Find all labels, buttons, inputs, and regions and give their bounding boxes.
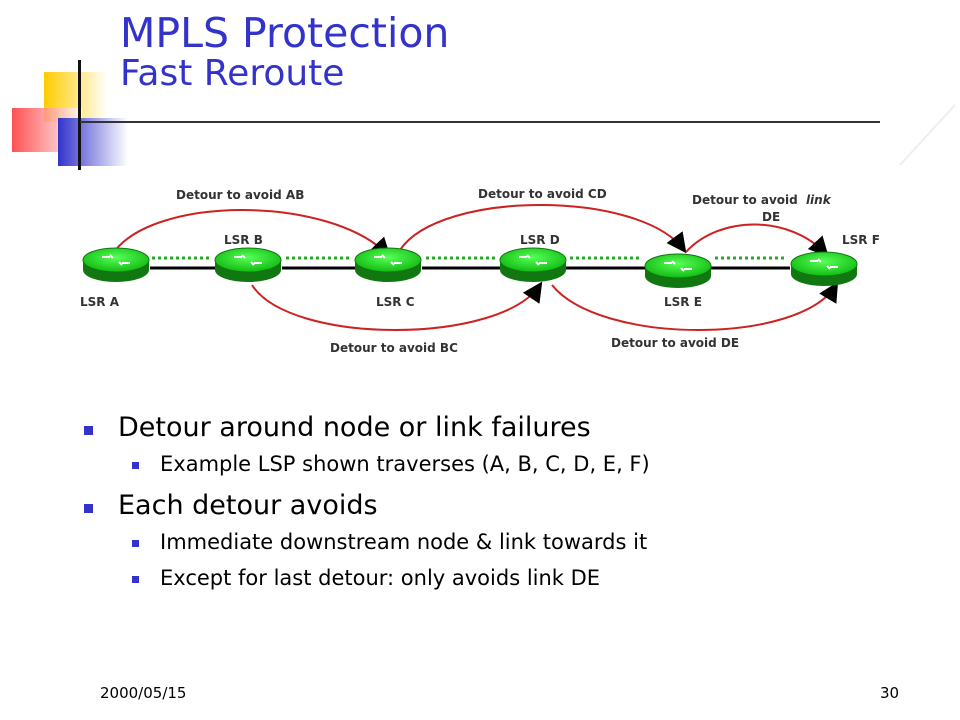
footer-date: 2000/05/15 xyxy=(100,684,187,702)
detour-arc-link-de xyxy=(685,223,829,257)
router-lsr-c xyxy=(354,247,422,282)
detour-arc-ab xyxy=(111,209,391,258)
router-lsr-f xyxy=(790,251,858,286)
title-divider xyxy=(80,121,880,123)
router-lsr-a xyxy=(82,247,150,282)
label-lsr-f: LSR F xyxy=(842,233,880,247)
label-detour-cd: Detour to avoid CD xyxy=(478,187,607,201)
label-detour-de: Detour to avoid DE xyxy=(611,336,739,350)
router-lsr-d xyxy=(499,247,567,282)
label-lsr-b: LSR B xyxy=(224,233,263,247)
title-sub: Fast Reroute xyxy=(120,53,345,95)
bullet-2: Each detour avoids xyxy=(80,490,900,530)
bullet-1-sub-1: Example LSP shown traverses (A, B, C, D,… xyxy=(80,452,900,488)
label-detour-bc: Detour to avoid BC xyxy=(330,341,458,355)
label-lsr-a: LSR A xyxy=(80,295,120,309)
router-lsr-e xyxy=(644,253,712,288)
router-lsr-b xyxy=(214,247,282,282)
bullet-list: Detour around node or link failures Exam… xyxy=(80,410,900,602)
label-detour-link-de-suffix: DE xyxy=(762,210,780,224)
label-lsr-d: LSR D xyxy=(520,233,560,247)
label-detour-link-de: Detour to avoid link xyxy=(692,193,832,207)
detour-arcs xyxy=(111,204,839,331)
bullet-2-sub-2: Except for last detour: only avoids link… xyxy=(80,566,900,602)
detour-arc-cd xyxy=(399,204,687,254)
bullet-1: Detour around node or link failures xyxy=(80,412,900,452)
detour-arc-bc xyxy=(251,281,543,331)
label-lsr-c: LSR C xyxy=(376,295,415,309)
fast-reroute-diagram: LSR A LSR B LSR C LSR D LSR E LSR F Deto… xyxy=(80,187,880,355)
label-lsr-e: LSR E xyxy=(664,295,702,309)
label-detour-link-word: link xyxy=(806,193,832,207)
label-detour-link-prefix: Detour to avoid xyxy=(692,193,798,207)
bullet-2-sub-1: Immediate downstream node & link towards… xyxy=(80,530,900,566)
label-detour-ab: Detour to avoid AB xyxy=(176,188,304,202)
detour-arc-de xyxy=(551,281,839,331)
footer-page-number: 30 xyxy=(880,684,900,702)
title-main: MPLS Protection xyxy=(120,9,450,57)
slide-title: MPLS Protection Fast Reroute xyxy=(120,9,450,95)
